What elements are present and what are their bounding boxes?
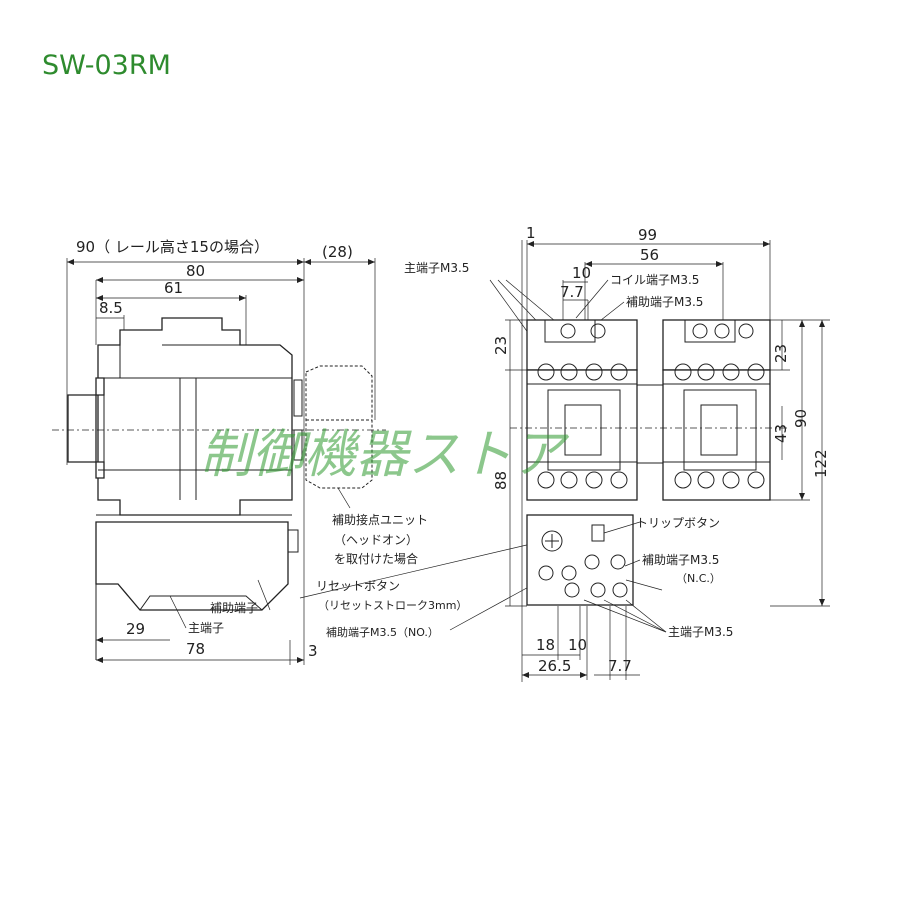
label-aux-terminal-side: 補助端子	[210, 601, 258, 615]
dim-23-left: 23	[492, 336, 510, 355]
note-reset-1: リセットボタン	[316, 579, 400, 593]
screw-row-top	[537, 323, 765, 381]
drawing-title: SW-03RM	[42, 50, 171, 81]
center-notes: 補助接点ユニット （ヘッドオン） を取付けた場合 リセットボタン （リセットスト…	[299, 487, 549, 639]
dim-122: 122	[812, 449, 830, 478]
label-nc: （N.C.）	[676, 572, 721, 585]
label-aux-terminal-m35-top: 補助端子M3.5	[626, 295, 703, 309]
label-main-terminal-m35-top: 主端子M3.5	[404, 261, 469, 275]
dim-10-bot: 10	[568, 636, 587, 654]
dim-90-right: 90	[792, 409, 810, 428]
dim-10-top: 10	[572, 264, 591, 282]
screw-row-mid	[537, 471, 765, 489]
label-coil-terminal-m35: コイル端子M3.5	[610, 273, 699, 287]
dim-7-7-top: 7.7	[560, 283, 584, 301]
dim-26-5: 26.5	[538, 657, 571, 675]
dim-88: 88	[492, 471, 510, 490]
dim-80: 80	[186, 262, 205, 280]
side-view: 90（ レール高さ15の場合） (28) 80 61 8.5	[52, 238, 386, 665]
dim-1: 1	[526, 224, 536, 242]
dim-23-right: 23	[772, 344, 790, 363]
dim-61: 61	[164, 279, 183, 297]
label-main-terminal-m35-bot: 主端子M3.5	[668, 625, 733, 639]
note-aux-unit-2: （ヘッドオン）	[334, 533, 418, 547]
dim-29: 29	[126, 620, 145, 638]
dim-99: 99	[638, 226, 657, 244]
dim-3: 3	[308, 642, 318, 660]
label-aux-terminal-m35-nc: 補助端子M3.5	[642, 553, 719, 567]
dim-43: 43	[772, 424, 790, 443]
dim-56: 56	[640, 246, 659, 264]
watermark: 制御機器ストア	[200, 425, 570, 485]
dim-7-7-bot: 7.7	[608, 657, 632, 675]
dim-28: (28)	[322, 243, 353, 261]
front-view: 1 99 56 10 7.7 主端子M3.5 コイル端子M3.5 補助端子M3.…	[404, 224, 830, 682]
note-reset-2: （リセットストローク3mm）	[318, 599, 467, 612]
note-aux-unit-1: 補助接点ユニット	[332, 512, 428, 527]
dim-18: 18	[536, 636, 555, 654]
note-aux-unit-3: を取付けた場合	[334, 551, 418, 566]
dim-8-5: 8.5	[99, 299, 123, 317]
note-aux-no: 補助端子M3.5（NO.）	[326, 625, 439, 639]
label-main-terminal-side: 主端子	[188, 621, 224, 635]
label-trip-button: トリップボタン	[636, 516, 720, 530]
dim-90-rail: 90（ レール高さ15の場合）	[76, 238, 269, 256]
dim-78: 78	[186, 640, 205, 658]
